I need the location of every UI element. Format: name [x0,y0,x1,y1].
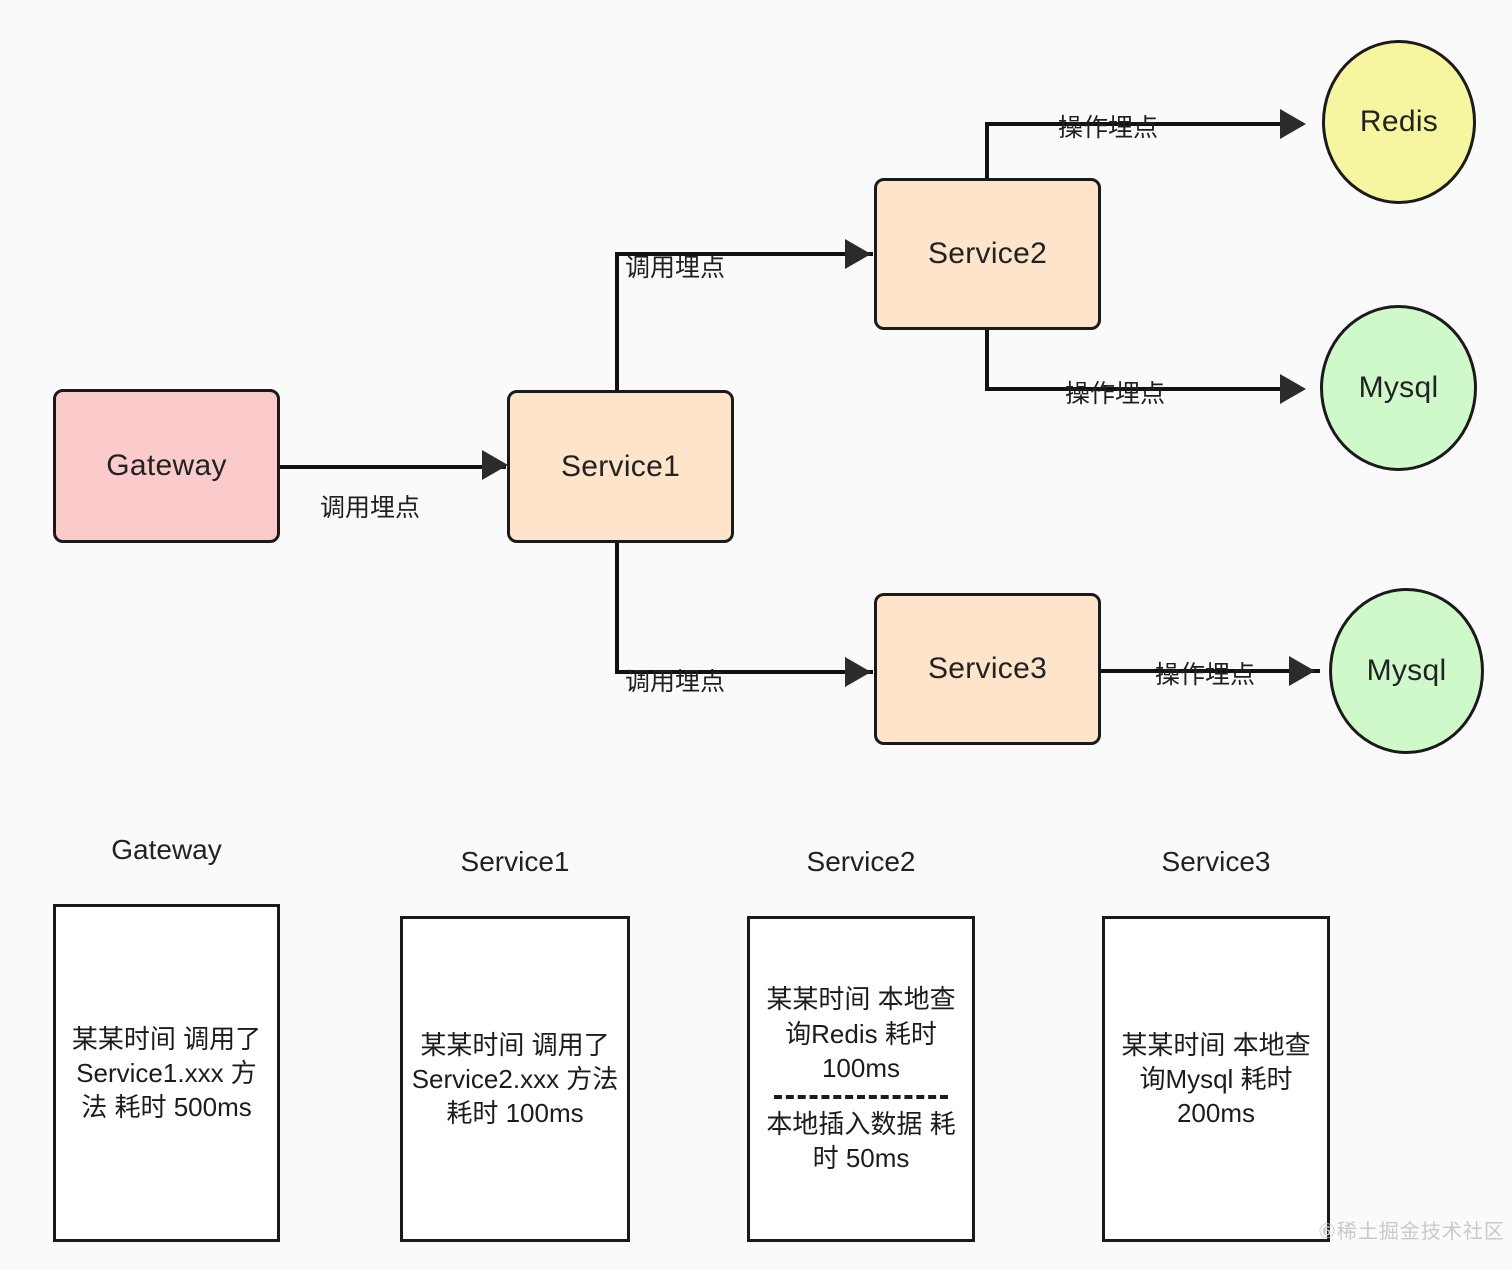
node-mysql-bottom[interactable]: Mysql [1329,588,1484,754]
edge-service1-service2-arrowhead [845,239,871,269]
node-gateway-label: Gateway [106,449,227,482]
node-redis-label: Redis [1359,105,1439,138]
log-box-service3[interactable]: 某某时间 本地查询Mysql 耗时 200ms [1102,916,1330,1242]
log-box-service1[interactable]: 某某时间 调用了 Service2.xxx 方法 耗时 100ms [400,916,630,1242]
edge-service2-redis-vertical [985,122,989,182]
node-mysql-bottom-label: Mysql [1366,654,1447,687]
node-mysql-top[interactable]: Mysql [1320,305,1477,471]
node-service2-label: Service2 [927,237,1048,270]
node-service3-label: Service3 [927,652,1048,685]
edge-service1-service3-vertical [615,540,619,674]
log-entry-separator [774,1095,948,1100]
log-title-gateway: Gateway [111,834,222,865]
log-box-gateway[interactable]: 某某时间 调用了 Service1.xxx 方法 耗时 500ms [53,904,280,1242]
node-service2[interactable]: Service2 [874,178,1101,330]
edge-service3-mysql-horizontal [1098,669,1320,673]
node-service1[interactable]: Service1 [507,390,734,543]
edge-service2-mysql-arrowhead [1280,374,1306,404]
edge-service1-service2-vertical [615,252,619,392]
log-entry: 某某时间 调用了 Service1.xxx 方法 耗时 500ms [71,1023,262,1123]
edge-gateway-service1-line [280,465,506,469]
edge-service1-service2-label: 调用埋点 [625,254,726,282]
log-title-service1: Service1 [460,846,570,877]
edge-service1-service2-horizontal [615,252,873,256]
edge-service2-mysql-horizontal [985,387,1303,391]
edge-gateway-service1-arrowhead [482,450,508,480]
log-title-service2: Service2 [806,846,916,877]
edge-service3-mysql-arrowhead [1289,656,1315,686]
log-entry: 某某时间 本地查询Redis 耗时 100ms [766,984,956,1083]
log-title-service3: Service3 [1161,846,1271,877]
edge-service2-redis-label: 操作埋点 [1058,114,1159,142]
node-gateway[interactable]: Gateway [53,389,280,543]
edge-service1-service3-horizontal [615,670,873,674]
log-box-service2[interactable]: 某某时间 本地查询Redis 耗时 100ms 本地插入数据 耗时 50ms [747,916,975,1242]
node-service1-label: Service1 [560,449,681,483]
log-entry: 本地插入数据 耗时 50ms [766,1109,956,1174]
watermark: ⑥稀土掘金技术社区 [1318,1221,1505,1243]
edge-service1-service3-arrowhead [845,657,871,687]
node-mysql-top-label: Mysql [1358,371,1439,404]
node-redis[interactable]: Redis [1322,40,1476,204]
log-entry: 某某时间 本地查询Mysql 耗时 200ms [1121,1029,1311,1129]
node-service3[interactable]: Service3 [874,593,1101,745]
edge-service2-mysql-label: 操作埋点 [1065,380,1166,408]
log-entry: 某某时间 调用了 Service2.xxx 方法 耗时 100ms [411,1029,619,1129]
edge-service1-service3-label: 调用埋点 [625,668,726,696]
edge-service2-mysql-vertical [985,327,989,391]
edge-service2-redis-arrowhead [1280,109,1306,139]
edge-service2-redis-horizontal [985,122,1303,126]
edge-service3-mysql-label: 操作埋点 [1155,661,1256,689]
edge-gateway-service1-label: 调用埋点 [320,494,421,522]
